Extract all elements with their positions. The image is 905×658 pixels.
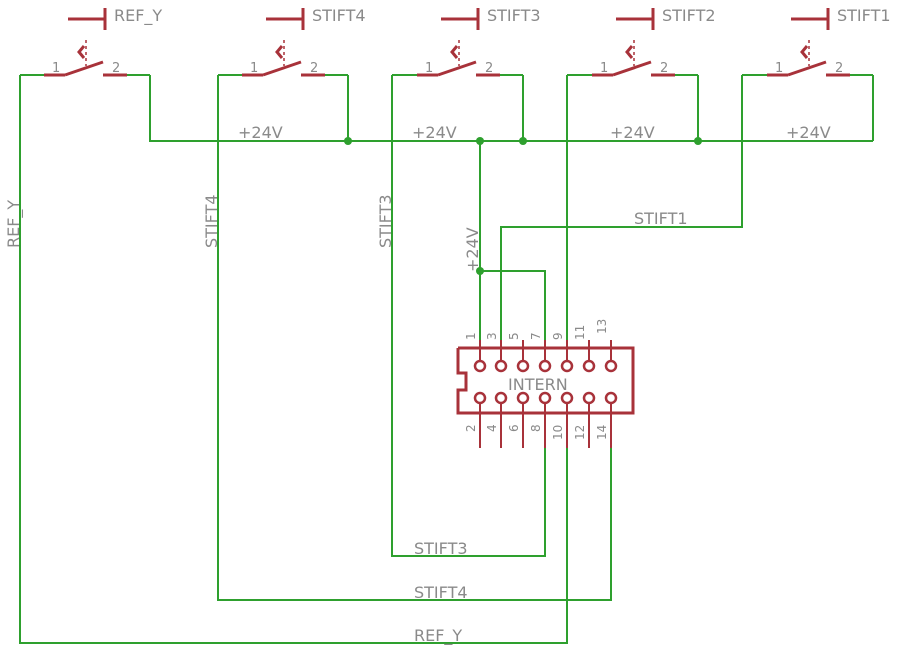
supply-label: +24V xyxy=(610,123,655,142)
switch-blade xyxy=(787,60,827,77)
switch-name: STIFT4 xyxy=(312,6,366,25)
switch-linkage-hook xyxy=(800,45,809,59)
junction-dot xyxy=(344,137,352,145)
switch-name: STIFT2 xyxy=(662,6,716,25)
connector-pin-hole xyxy=(560,359,574,373)
pin-number: 12 xyxy=(573,425,587,440)
switch-blade xyxy=(612,60,652,77)
connector-bottom-pin-numbers: 2 4 6 8 10 12 14 xyxy=(464,424,609,440)
net-label-stift3: STIFT3 xyxy=(414,539,468,558)
pin-number: 4 xyxy=(485,424,499,432)
pin-number: 10 xyxy=(551,425,565,440)
pin-number: 1 xyxy=(464,332,478,340)
switch-pin1-number: 1 xyxy=(775,61,783,76)
wire-stift3-net xyxy=(391,75,546,557)
net-label-ref-y-vertical: REF_Y xyxy=(4,200,24,248)
switch-stift3: STIFT3 1 2 xyxy=(392,6,541,77)
net-label-24v-vertical: +24V xyxy=(463,227,482,272)
switch-pin1-number: 1 xyxy=(52,61,60,76)
switch-ref-y: REF_Y 1 2 xyxy=(20,6,162,77)
wire-24v-to-pin7 xyxy=(480,270,546,366)
supply-label: +24V xyxy=(412,123,457,142)
connector-pin-hole xyxy=(582,391,596,405)
net-label-stift1: STIFT1 xyxy=(634,209,688,228)
pin-number: 13 xyxy=(595,319,609,334)
horizontal-net-labels: STIFT1 STIFT3 STIFT4 REF_Y xyxy=(414,209,688,646)
pin-number: 5 xyxy=(507,332,521,340)
connector-pin-hole xyxy=(473,391,487,405)
connector-name: INTERN xyxy=(508,375,568,394)
connector-body-outline xyxy=(456,346,635,415)
pin-number: 3 xyxy=(485,332,499,340)
wire-stift1-net xyxy=(500,75,743,366)
net-label-stift4-vertical: STIFT4 xyxy=(202,194,221,248)
connector-pin-hole xyxy=(538,359,552,373)
junction-dot xyxy=(694,137,702,145)
wires xyxy=(19,75,874,644)
connector-pin-hole xyxy=(538,391,552,405)
net-label-ref-y: REF_Y xyxy=(414,626,462,646)
connector-pin-hole xyxy=(582,359,596,373)
connector-pin-hole xyxy=(516,391,530,405)
connector-holes xyxy=(473,359,618,405)
switch-name: REF_Y xyxy=(114,6,162,26)
pin-number: 9 xyxy=(551,332,565,340)
switch-stift2: STIFT2 1 2 xyxy=(567,6,716,77)
switch-pin2-number: 2 xyxy=(835,61,843,76)
switch-pin1-number: 1 xyxy=(600,61,608,76)
junction-dot xyxy=(476,137,484,145)
junction-dot xyxy=(476,267,484,275)
switch-name: STIFT1 xyxy=(837,6,891,25)
junctions xyxy=(344,137,702,275)
pin-number: 2 xyxy=(464,424,478,432)
connector-pin-hole xyxy=(604,359,618,373)
wire-24v-bus xyxy=(149,75,873,142)
junction-dot xyxy=(519,137,527,145)
pin-number: 8 xyxy=(529,424,543,432)
switch-pin1-number: 1 xyxy=(425,61,433,76)
switch-blade xyxy=(64,60,104,77)
supply-label: +24V xyxy=(786,123,831,142)
wire-ref-y-net xyxy=(19,75,568,644)
pin-number: 7 xyxy=(529,332,543,340)
connector-top-pin-numbers: 1 3 5 7 9 11 13 xyxy=(464,319,609,340)
pin-number: 14 xyxy=(595,425,609,440)
connector-pin-hole xyxy=(494,359,508,373)
switch-linkage-hook xyxy=(625,45,634,59)
switch-stift4: STIFT4 1 2 xyxy=(218,6,366,77)
connector-pin-hole xyxy=(604,391,618,405)
switch-pin2-number: 2 xyxy=(660,61,668,76)
pin-number: 11 xyxy=(573,325,587,340)
supply-labels: +24V +24V +24V +24V xyxy=(238,123,831,142)
connector-pin-legs xyxy=(479,340,612,448)
connector-pin-hole xyxy=(516,359,530,373)
net-label-stift3-vertical: STIFT3 xyxy=(376,194,395,248)
switch-blade xyxy=(437,60,477,77)
switch-linkage-hook xyxy=(450,45,459,59)
switch-stift1: STIFT1 1 2 xyxy=(742,6,891,77)
pin-number: 6 xyxy=(507,424,521,432)
net-label-stift4: STIFT4 xyxy=(414,583,468,602)
supply-label: +24V xyxy=(238,123,283,142)
switch-name: STIFT3 xyxy=(487,6,541,25)
connector-pin-hole xyxy=(560,391,574,405)
switch-pin2-number: 2 xyxy=(310,61,318,76)
switch-pin1-number: 1 xyxy=(250,61,258,76)
vertical-net-labels: REF_Y STIFT4 STIFT3 +24V xyxy=(4,194,482,272)
switch-blade xyxy=(262,60,302,77)
switch-linkage-hook xyxy=(275,45,284,59)
connector-intern: INTERN 1 3 5 7 9 11 13 2 4 6 8 10 12 14 xyxy=(456,319,635,448)
connector-pin-hole xyxy=(473,359,487,373)
switch-pin2-number: 2 xyxy=(485,61,493,76)
switch-pin2-number: 2 xyxy=(112,61,120,76)
connector-pin-hole xyxy=(494,391,508,405)
wire-stift4-net xyxy=(217,75,612,601)
switch-linkage-hook xyxy=(77,45,86,59)
